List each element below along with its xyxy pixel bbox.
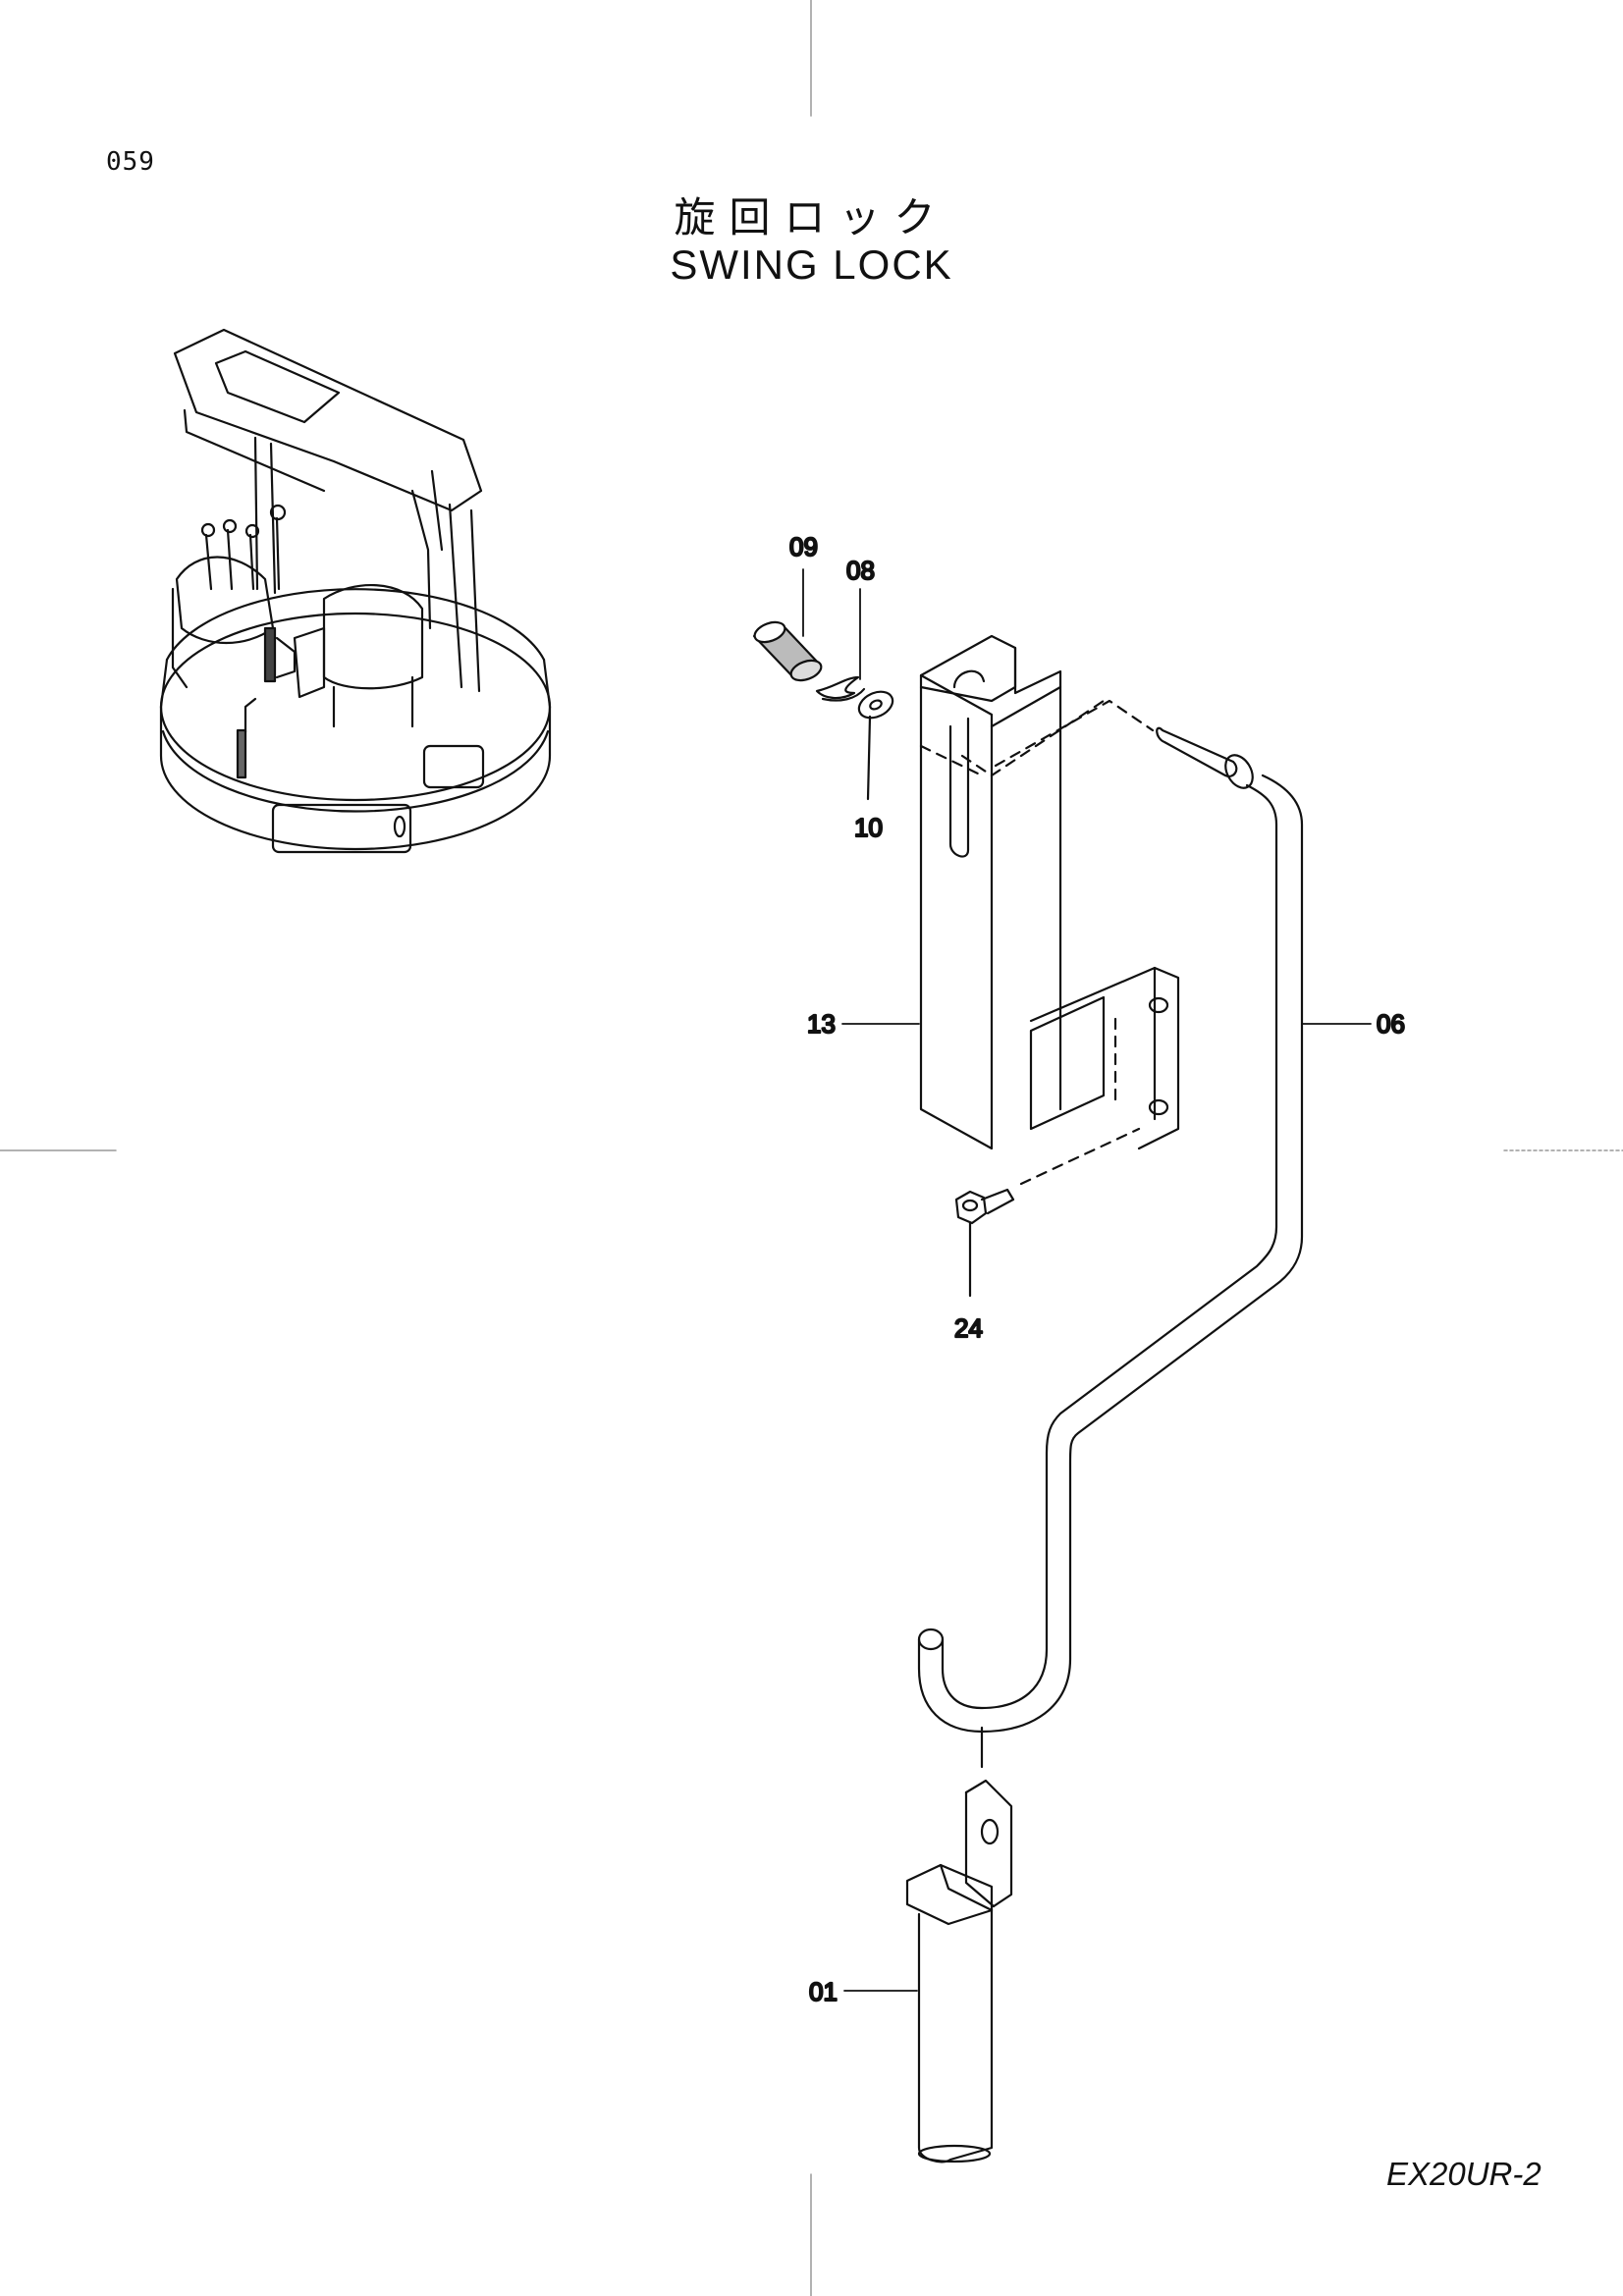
callout-09: 09 <box>789 532 818 561</box>
part-10-washer <box>857 690 894 801</box>
callout-01: 01 <box>809 1977 838 2006</box>
callout-08: 08 <box>846 556 875 585</box>
title-japanese: 旋回ロック <box>674 193 949 241</box>
leader-lines <box>802 568 1372 1992</box>
title-english: SWING LOCK <box>670 241 953 288</box>
page-number: 059 <box>106 147 155 177</box>
part-13-bracket <box>919 634 1180 1150</box>
part-08-snap-pin <box>815 675 866 702</box>
part-06-rod <box>917 699 1304 1769</box>
model-code: EX20UR-2 <box>1386 2156 1542 2192</box>
callout-06: 06 <box>1377 1009 1405 1039</box>
callout-10: 10 <box>854 813 883 842</box>
callout-24: 24 <box>954 1313 983 1343</box>
callout-13: 13 <box>807 1009 836 1039</box>
part-09-grip <box>752 620 823 682</box>
part-01-lock-pin <box>905 1779 1013 2163</box>
part-24-bolt <box>954 1127 1141 1298</box>
machine-overview-illustration <box>159 328 552 854</box>
